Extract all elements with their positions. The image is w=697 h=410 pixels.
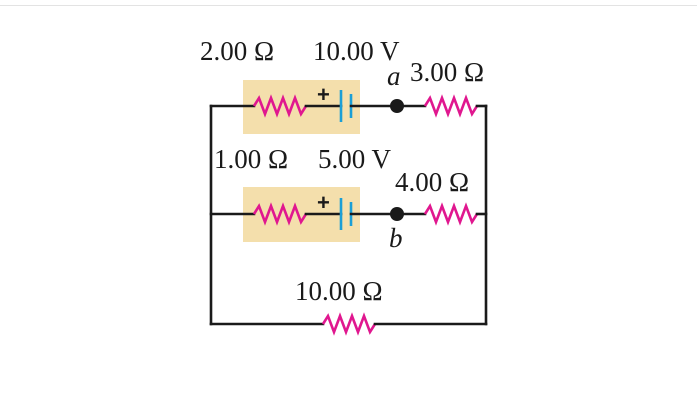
bottom-resistance-label: 10.00 Ω [295,276,383,306]
middle-external-resistor [423,202,479,226]
node-a-label: a [387,61,401,91]
top-internal-resistor [252,94,308,118]
node-b-dot [390,207,404,221]
middle-external-resistance-label: 4.00 Ω [395,167,469,197]
top-external-resistor [423,94,479,118]
top-external-resistance-label: 3.00 Ω [410,57,484,87]
middle-internal-resistance-label: 1.00 Ω [214,144,288,174]
top-internal-resistance-label: 2.00 Ω [200,36,274,66]
top-divider [0,5,697,6]
node-a-dot [390,99,404,113]
middle-battery-plus: + [317,190,330,215]
node-b-label: b [389,223,403,253]
top-emf-label: 10.00 V [313,36,400,66]
middle-battery-highlight [243,187,360,242]
bottom-resistor [321,312,377,336]
middle-internal-resistor [252,202,308,226]
middle-emf-label: 5.00 V [318,144,392,174]
top-battery-plus: + [317,82,330,107]
top-battery-highlight [243,80,360,134]
